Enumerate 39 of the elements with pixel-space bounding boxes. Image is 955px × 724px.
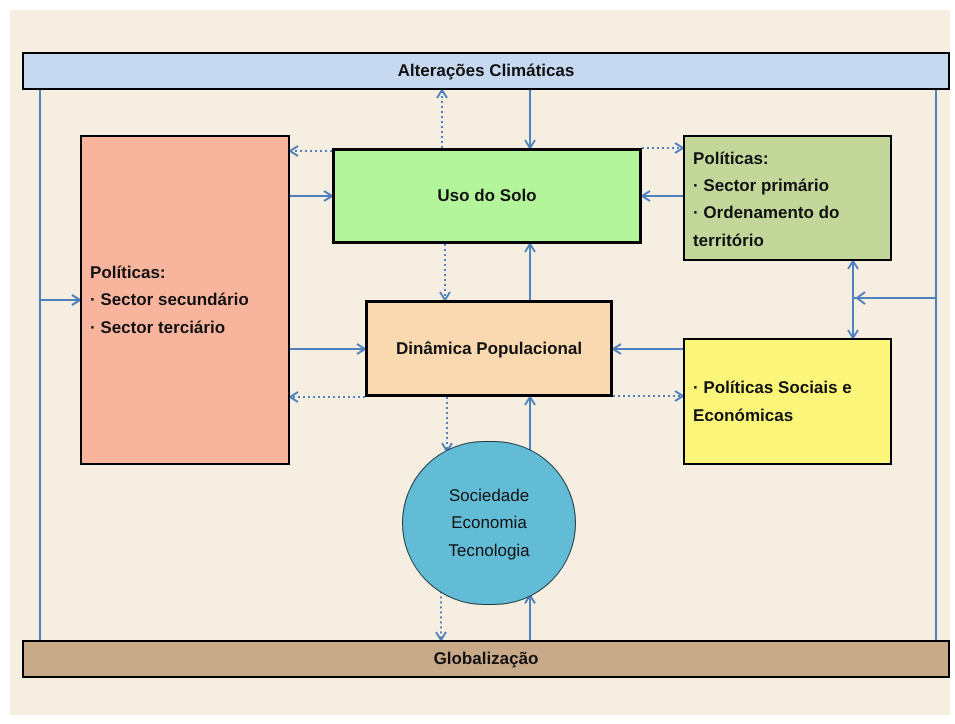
process-box <box>332 148 642 244</box>
arrow <box>435 591 447 641</box>
arrow <box>612 343 683 355</box>
arrow <box>524 396 536 451</box>
process-box <box>365 300 613 397</box>
arrow <box>613 390 684 402</box>
arrow <box>289 145 332 157</box>
title-bar <box>22 640 950 678</box>
arrow <box>524 594 536 640</box>
arrow <box>524 90 536 149</box>
node-text: Alterações Climáticas <box>398 60 574 82</box>
node-text: Políticas: <box>90 262 166 284</box>
node-text: · Políticas Sociais e Económicas <box>693 377 853 426</box>
node-text: Tecnologia <box>448 540 530 562</box>
arrow <box>289 391 365 403</box>
node-text: Economia <box>451 512 527 534</box>
arrow <box>439 244 451 301</box>
title-bar <box>22 52 950 90</box>
arrow <box>436 89 448 148</box>
arrow <box>39 294 81 640</box>
node-text: Dinâmica Populacional <box>396 338 582 360</box>
node-text: Sociedade <box>448 485 530 508</box>
node-text: · Sector secundário <box>90 289 249 312</box>
node-text: Globalização <box>434 648 538 670</box>
node-text: Uso do Solo <box>437 185 537 208</box>
arrow <box>290 190 333 202</box>
arrow <box>847 260 859 339</box>
node-text: · Sector terciário <box>90 316 226 339</box>
node-text: · Ordenamento do território <box>693 202 840 252</box>
node-text: Políticas: <box>693 148 769 170</box>
node-text: · Sector primário <box>693 175 830 198</box>
arrow <box>441 397 453 452</box>
arrow <box>642 142 684 154</box>
policy-box <box>683 338 892 465</box>
policy-box <box>683 135 892 261</box>
arrow <box>641 190 683 202</box>
policy-box <box>80 135 290 465</box>
arrow <box>524 243 536 300</box>
arrow <box>290 343 366 355</box>
